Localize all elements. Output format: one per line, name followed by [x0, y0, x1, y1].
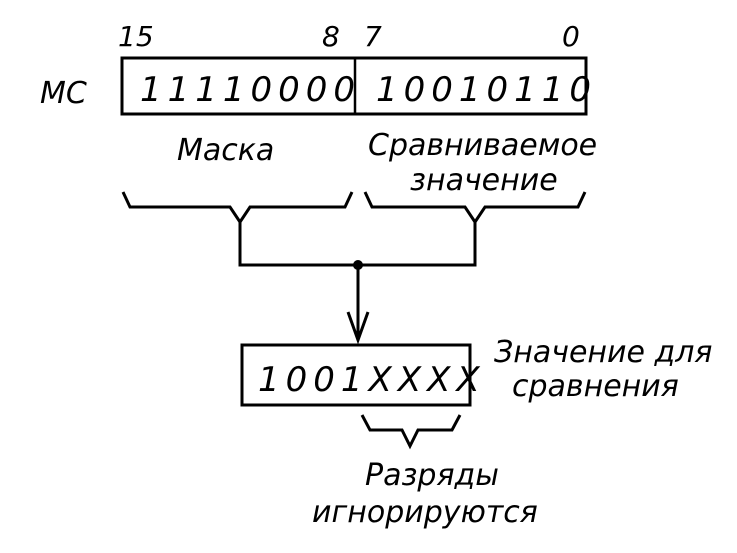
- result-box: [240, 343, 472, 407]
- low-byte-value: 10010110: [376, 70, 597, 110]
- ignored-label-line1: Разряды: [365, 458, 499, 493]
- bit-label-7: 7: [364, 20, 382, 53]
- bit-label-15: 15: [118, 20, 154, 53]
- mask-label: Маска: [177, 133, 274, 168]
- mask-brace: [121, 191, 354, 225]
- register-name: МС: [40, 76, 87, 111]
- ignored-label-line2: игнорируются: [312, 495, 538, 530]
- result-label-line1: Значение для: [494, 335, 712, 370]
- result-label-line2: сравнения: [512, 369, 679, 404]
- high-byte-value: 11110000: [140, 70, 361, 110]
- compared-label-line2: значение: [410, 163, 558, 198]
- ignored-brace: [360, 414, 462, 450]
- brace-connector: [238, 222, 477, 267]
- result-value: 1001XXXX: [258, 360, 486, 400]
- compared-label-line1: Сравниваемое: [368, 128, 597, 163]
- result-arrow-head: [346, 311, 370, 345]
- bit-label-8: 8: [322, 20, 340, 53]
- bit-label-0: 0: [562, 20, 580, 53]
